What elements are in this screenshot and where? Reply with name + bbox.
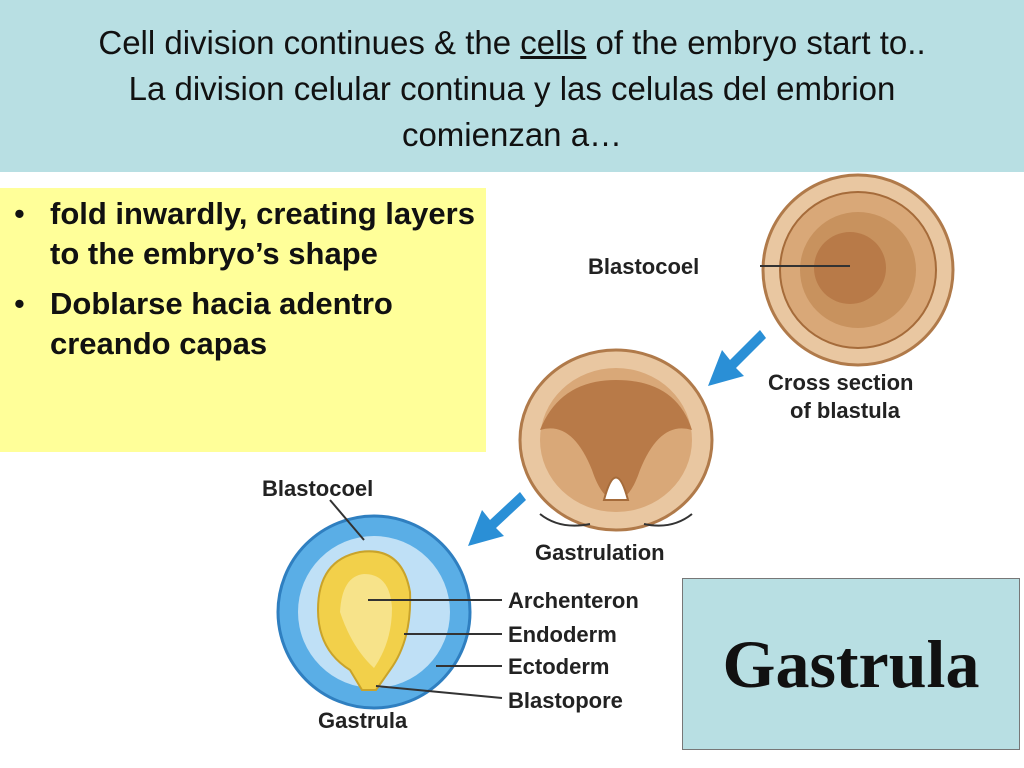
gastrulation-arrow-left [539,513,591,527]
cross-section-label-1: Cross section [768,370,914,395]
title-line-1: Cell division continues & the cells of t… [0,20,1024,66]
title-line-3: comienzan a… [401,116,623,153]
bullet-text: Doblarse hacia adentro creando capas [50,286,393,361]
bullet-dot: • [14,196,25,231]
bullet-text: fold inwardly, creating layers to the em… [50,196,475,271]
title-underlined-word: cells [520,24,587,61]
blastopore-pointer [375,685,503,699]
ectoderm-label: Ectoderm [508,654,609,679]
bullet-dot: • [14,286,25,321]
bullet-item-english: • fold inwardly, creating layers to the e… [14,194,484,274]
bullet-item-spanish: • Doblarse hacia adentro creando capas [14,284,484,364]
slide-title: Cell division continues & the cells of t… [0,20,1024,158]
gastrulation-arrow-right [643,513,693,527]
archenteron-label: Archenteron [508,588,639,613]
title-line-1-end: of the embryo start to.. [586,24,926,61]
cross-section-label-2: of blastula [790,398,901,423]
blastopore-label: Blastopore [508,688,623,713]
gastrula-caption: Gastrula [318,708,408,733]
gastrula-blastocoel-label: Blastocoel [262,476,373,501]
arrow-icon [708,330,766,386]
gastrula-illustration [276,514,472,710]
gastrulation-illustration [518,348,714,532]
bullet-list: • fold inwardly, creating layers to the e… [14,194,484,374]
title-line-1-start: Cell division continues & the [98,24,521,61]
blastula-blastocoel-label: Blastocoel [588,254,699,279]
arrow-icon [468,492,526,546]
title-bar [0,0,1024,172]
blastula-illustration [761,173,955,367]
endoderm-label: Endoderm [508,622,617,647]
bullet-box [0,188,486,452]
gastrula-title-box: Gastrula [682,578,1020,750]
gastrula-blastocoel-pointer [329,499,365,541]
title-line-2: La division celular continua y las celul… [128,70,896,107]
gastrulation-label: Gastrulation [535,540,665,565]
gastrula-title: Gastrula [722,625,980,702]
